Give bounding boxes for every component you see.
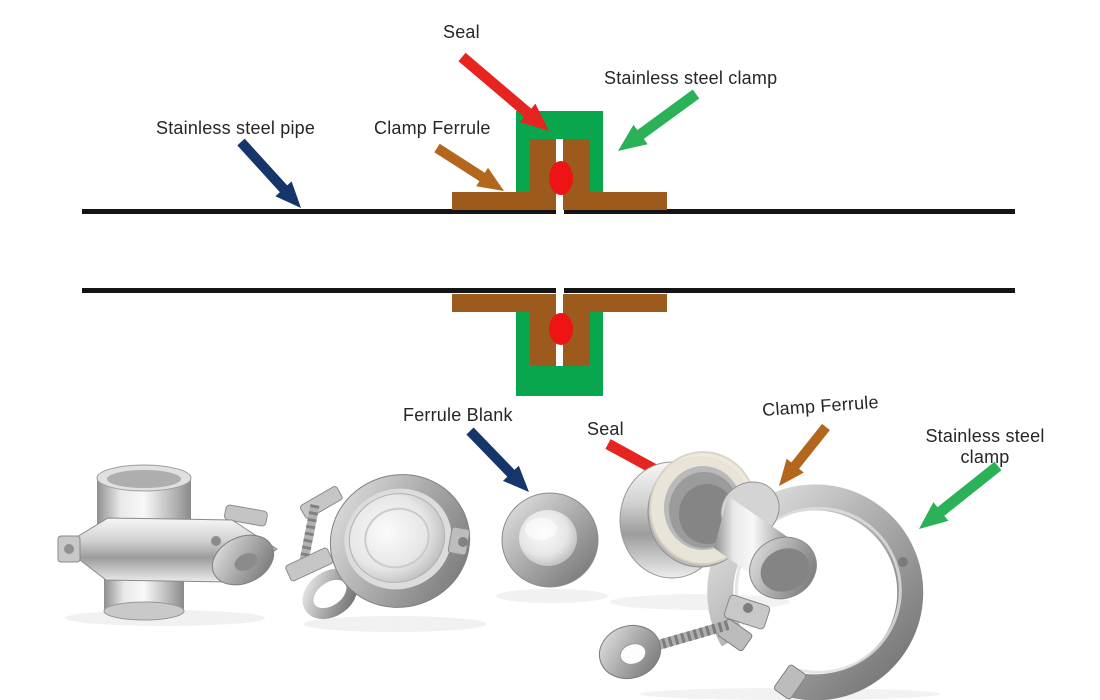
- arrow-head: [476, 167, 504, 191]
- arrow-head: [519, 103, 549, 131]
- photo-ferrules-with-seal: [619, 451, 817, 600]
- ferrule-top-arrow-icon: [434, 143, 504, 191]
- photo-clamp-union-assembled: [57, 464, 278, 621]
- label-seal-top: Seal: [443, 22, 480, 42]
- hinge-bracket: [224, 504, 268, 527]
- ring-rivet: [898, 557, 908, 567]
- pipe-bore: [107, 470, 181, 488]
- label-seal-bottom: Seal: [587, 419, 624, 439]
- lower-pipe-end: [103, 601, 185, 621]
- seal-top-arrow-icon: [458, 52, 549, 131]
- clamp-cross-section-bottom: [452, 293, 667, 396]
- cap-turn-mark: [364, 507, 430, 569]
- arrow-head: [919, 502, 949, 529]
- arrow-head: [618, 124, 648, 151]
- seal-gasket: [549, 161, 573, 195]
- clamp-bottom-arrow-icon: [919, 461, 1002, 529]
- clamp-ring-arc: [707, 484, 924, 700]
- arrow-head: [779, 458, 804, 486]
- seal-gasket: [549, 313, 573, 345]
- rod-threads: [646, 620, 730, 653]
- arrow-shaft: [237, 138, 295, 201]
- pipe-top-left-segment: [82, 209, 556, 214]
- wing-nut-hole: [234, 553, 258, 571]
- bolt-bracket-bottom: [285, 547, 334, 582]
- eye-nut-hole: [619, 643, 647, 665]
- latch-pin: [64, 544, 74, 554]
- shadow: [496, 589, 608, 603]
- tube-bore: [760, 548, 810, 592]
- hinge-pin: [211, 536, 221, 546]
- blank-cap-face: [348, 493, 446, 583]
- arrow-head: [275, 181, 301, 208]
- arrow-shaft: [928, 461, 1002, 524]
- shadow: [303, 616, 487, 632]
- arrow-head: [503, 465, 529, 492]
- pipe-top-right-segment: [564, 209, 1015, 214]
- arrow-shaft: [627, 89, 700, 147]
- ring-end-lug: [773, 664, 807, 700]
- hinge-rivet: [458, 537, 468, 547]
- photo-clamp-with-blank-cap: [285, 474, 471, 620]
- pipe-bottom-left-segment: [82, 288, 556, 293]
- photo-ferrule-blank-disc: [501, 492, 599, 588]
- label-stainless-steel-pipe: Stainless steel pipe: [156, 118, 316, 138]
- label-stainless-steel-clamp-bottom: Stainless steel clamp: [925, 426, 1045, 467]
- disc-highlight: [525, 518, 557, 540]
- ferrule-bottom-arrow-icon: [779, 423, 830, 486]
- label-ferrule-blank: Ferrule Blank: [403, 405, 513, 425]
- pipe-bottom-right-segment: [564, 288, 1015, 293]
- pipe-lines: [82, 209, 1015, 293]
- bolt-threads: [298, 504, 320, 567]
- clamp-top-arrow-icon: [618, 89, 700, 151]
- ferrule-blank-arrow-icon: [466, 427, 529, 492]
- hinge-rivet: [743, 603, 753, 613]
- arrow-shaft: [466, 427, 523, 485]
- label-clamp-ferrule-top: Clamp Ferrule: [374, 118, 491, 138]
- label-stainless-steel-clamp-top: Stainless steel clamp: [604, 68, 778, 88]
- arrow-shaft: [458, 52, 541, 125]
- pipe-arrow-icon: [237, 138, 301, 208]
- bolt-bracket-top: [299, 486, 343, 519]
- clamp-cross-section-top: [452, 111, 667, 214]
